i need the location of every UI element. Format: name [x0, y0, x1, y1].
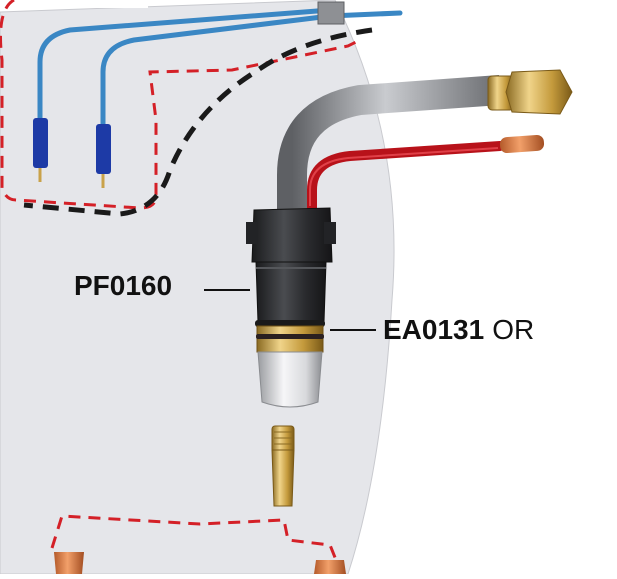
gas-hose — [277, 75, 502, 220]
handle-cap-notch-left — [246, 222, 258, 244]
red-wire-highlight — [309, 147, 499, 206]
top-white-corner — [0, 0, 148, 8]
contact-tip-body — [271, 449, 295, 507]
black-dashed-outline — [23, 27, 373, 217]
red-dashed-outline-top — [0, 0, 361, 210]
copper-nozzle-right — [314, 560, 346, 574]
part-code-ea: EA0131 — [383, 314, 485, 345]
copper-nozzle-left — [54, 552, 84, 574]
blue-sleeve-right — [96, 124, 111, 174]
handle-cap-notch-right — [324, 222, 336, 244]
blue-wire-right — [100, 10, 403, 143]
o-ring-upper — [255, 320, 325, 327]
silver-barrel — [257, 351, 323, 408]
brass-fitting-nut — [505, 69, 573, 115]
blue-wire-left — [37, 7, 333, 143]
contact-tip-thread — [274, 431, 292, 445]
part-code-ea-suffix: OR — [492, 314, 535, 345]
part-label-pf: PF0160 — [74, 272, 172, 300]
background-panel — [0, 0, 395, 575]
handle-body — [255, 261, 327, 323]
contact-tip-head — [271, 425, 295, 453]
blue-sleeve-left — [33, 118, 48, 168]
wire-connector-block — [317, 1, 345, 25]
part-code-pf: PF0160 — [74, 270, 173, 301]
o-ring-lower — [256, 334, 324, 339]
handle-top-cap — [251, 207, 333, 263]
copper-terminal — [499, 134, 545, 154]
